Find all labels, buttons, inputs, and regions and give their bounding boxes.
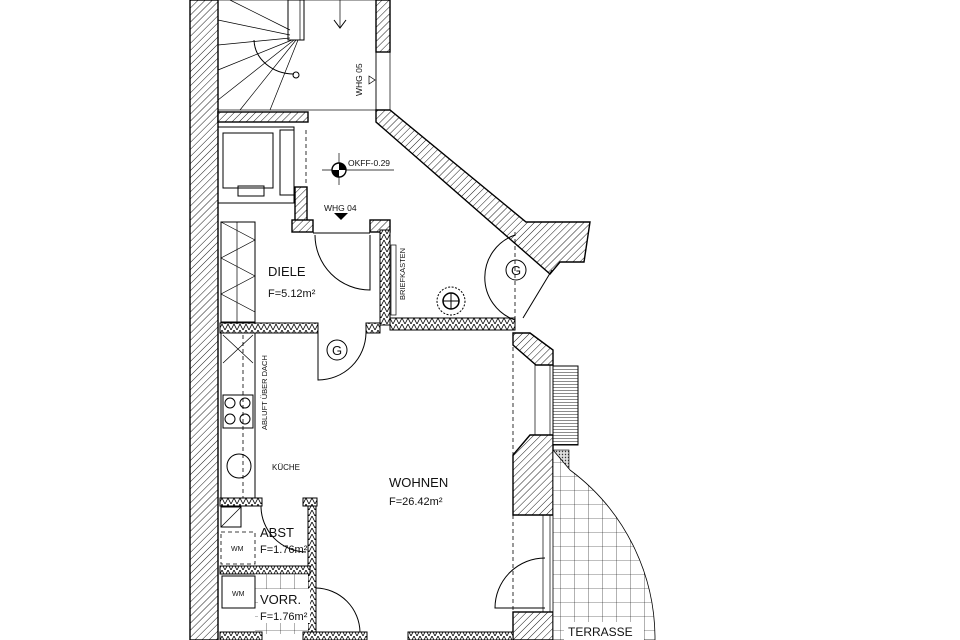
door-kueche[interactable]	[317, 332, 367, 381]
arrow-whg04-icon	[334, 213, 348, 220]
door-entrance[interactable]	[314, 234, 371, 291]
label-whg05: WHG 05	[354, 63, 364, 96]
wall-right-pier	[512, 434, 554, 516]
level-marker: OKFF-0.29	[322, 153, 394, 185]
appliance-wm-2-label: WM	[232, 591, 245, 598]
wall-diele-kueche	[219, 322, 319, 334]
appliance-wm-1	[220, 531, 256, 565]
plant-icon	[436, 286, 466, 316]
appliance-wm-2	[221, 575, 256, 609]
arrow-whg05-icon	[368, 75, 376, 85]
room-name-vorr: VORR.	[260, 592, 301, 607]
door-marker-g2	[326, 339, 348, 361]
door-vorr[interactable]	[315, 587, 361, 633]
exterior-wall-left	[189, 0, 219, 640]
label-whg04: WHG 04	[324, 203, 357, 213]
wall-stair-right	[375, 0, 391, 53]
entrance-whg05	[375, 51, 391, 111]
door-arc-g1[interactable]	[484, 234, 516, 321]
room-area-vorr: F=1.76m²	[260, 611, 308, 623]
room-area-abst: F=1.76m²	[260, 544, 308, 556]
wall-block-2	[291, 219, 314, 233]
wall-stair-bottom	[217, 111, 309, 123]
door-terrace[interactable]	[494, 557, 546, 609]
wall-right-top	[512, 332, 554, 366]
room-area-diele: F=5.12m²	[268, 288, 316, 300]
room-name-wohnen: WOHNEN	[389, 475, 448, 490]
wall-diagonal	[375, 109, 591, 275]
insulated-wall-2	[389, 317, 516, 331]
room-name-abst: ABST	[260, 525, 294, 540]
elevator	[217, 126, 307, 204]
door-marker-g2-label: G	[332, 343, 342, 358]
label-briefkasten: BRIEFKASTEN	[398, 248, 407, 300]
level-label: OKFF-0.29	[348, 158, 390, 168]
balcony-grate	[552, 365, 579, 446]
window-1	[534, 364, 551, 436]
window-door-2	[542, 514, 551, 613]
door-marker-g1	[505, 259, 527, 281]
wall-bottom	[219, 631, 263, 640]
staircase	[217, 0, 377, 111]
insulated-wall	[379, 229, 391, 326]
terrace-tiles	[552, 448, 656, 640]
room-area-wohnen: F=26.42m²	[389, 496, 443, 508]
appliance-wm-1-label: WM	[231, 546, 244, 553]
door-marker-g1-label: G	[511, 263, 521, 278]
room-name-diele: DIELE	[268, 264, 306, 279]
room-name-kueche: KÜCHE	[272, 463, 300, 472]
label-abluft: ABLUFT ÜBER DACH	[260, 355, 269, 430]
wall-right-bottom	[512, 611, 554, 640]
kitchen-counter	[220, 332, 256, 501]
wardrobe	[220, 221, 256, 323]
door-abst[interactable]	[260, 505, 307, 553]
room-name-terrasse: TERRASSE	[568, 625, 633, 639]
